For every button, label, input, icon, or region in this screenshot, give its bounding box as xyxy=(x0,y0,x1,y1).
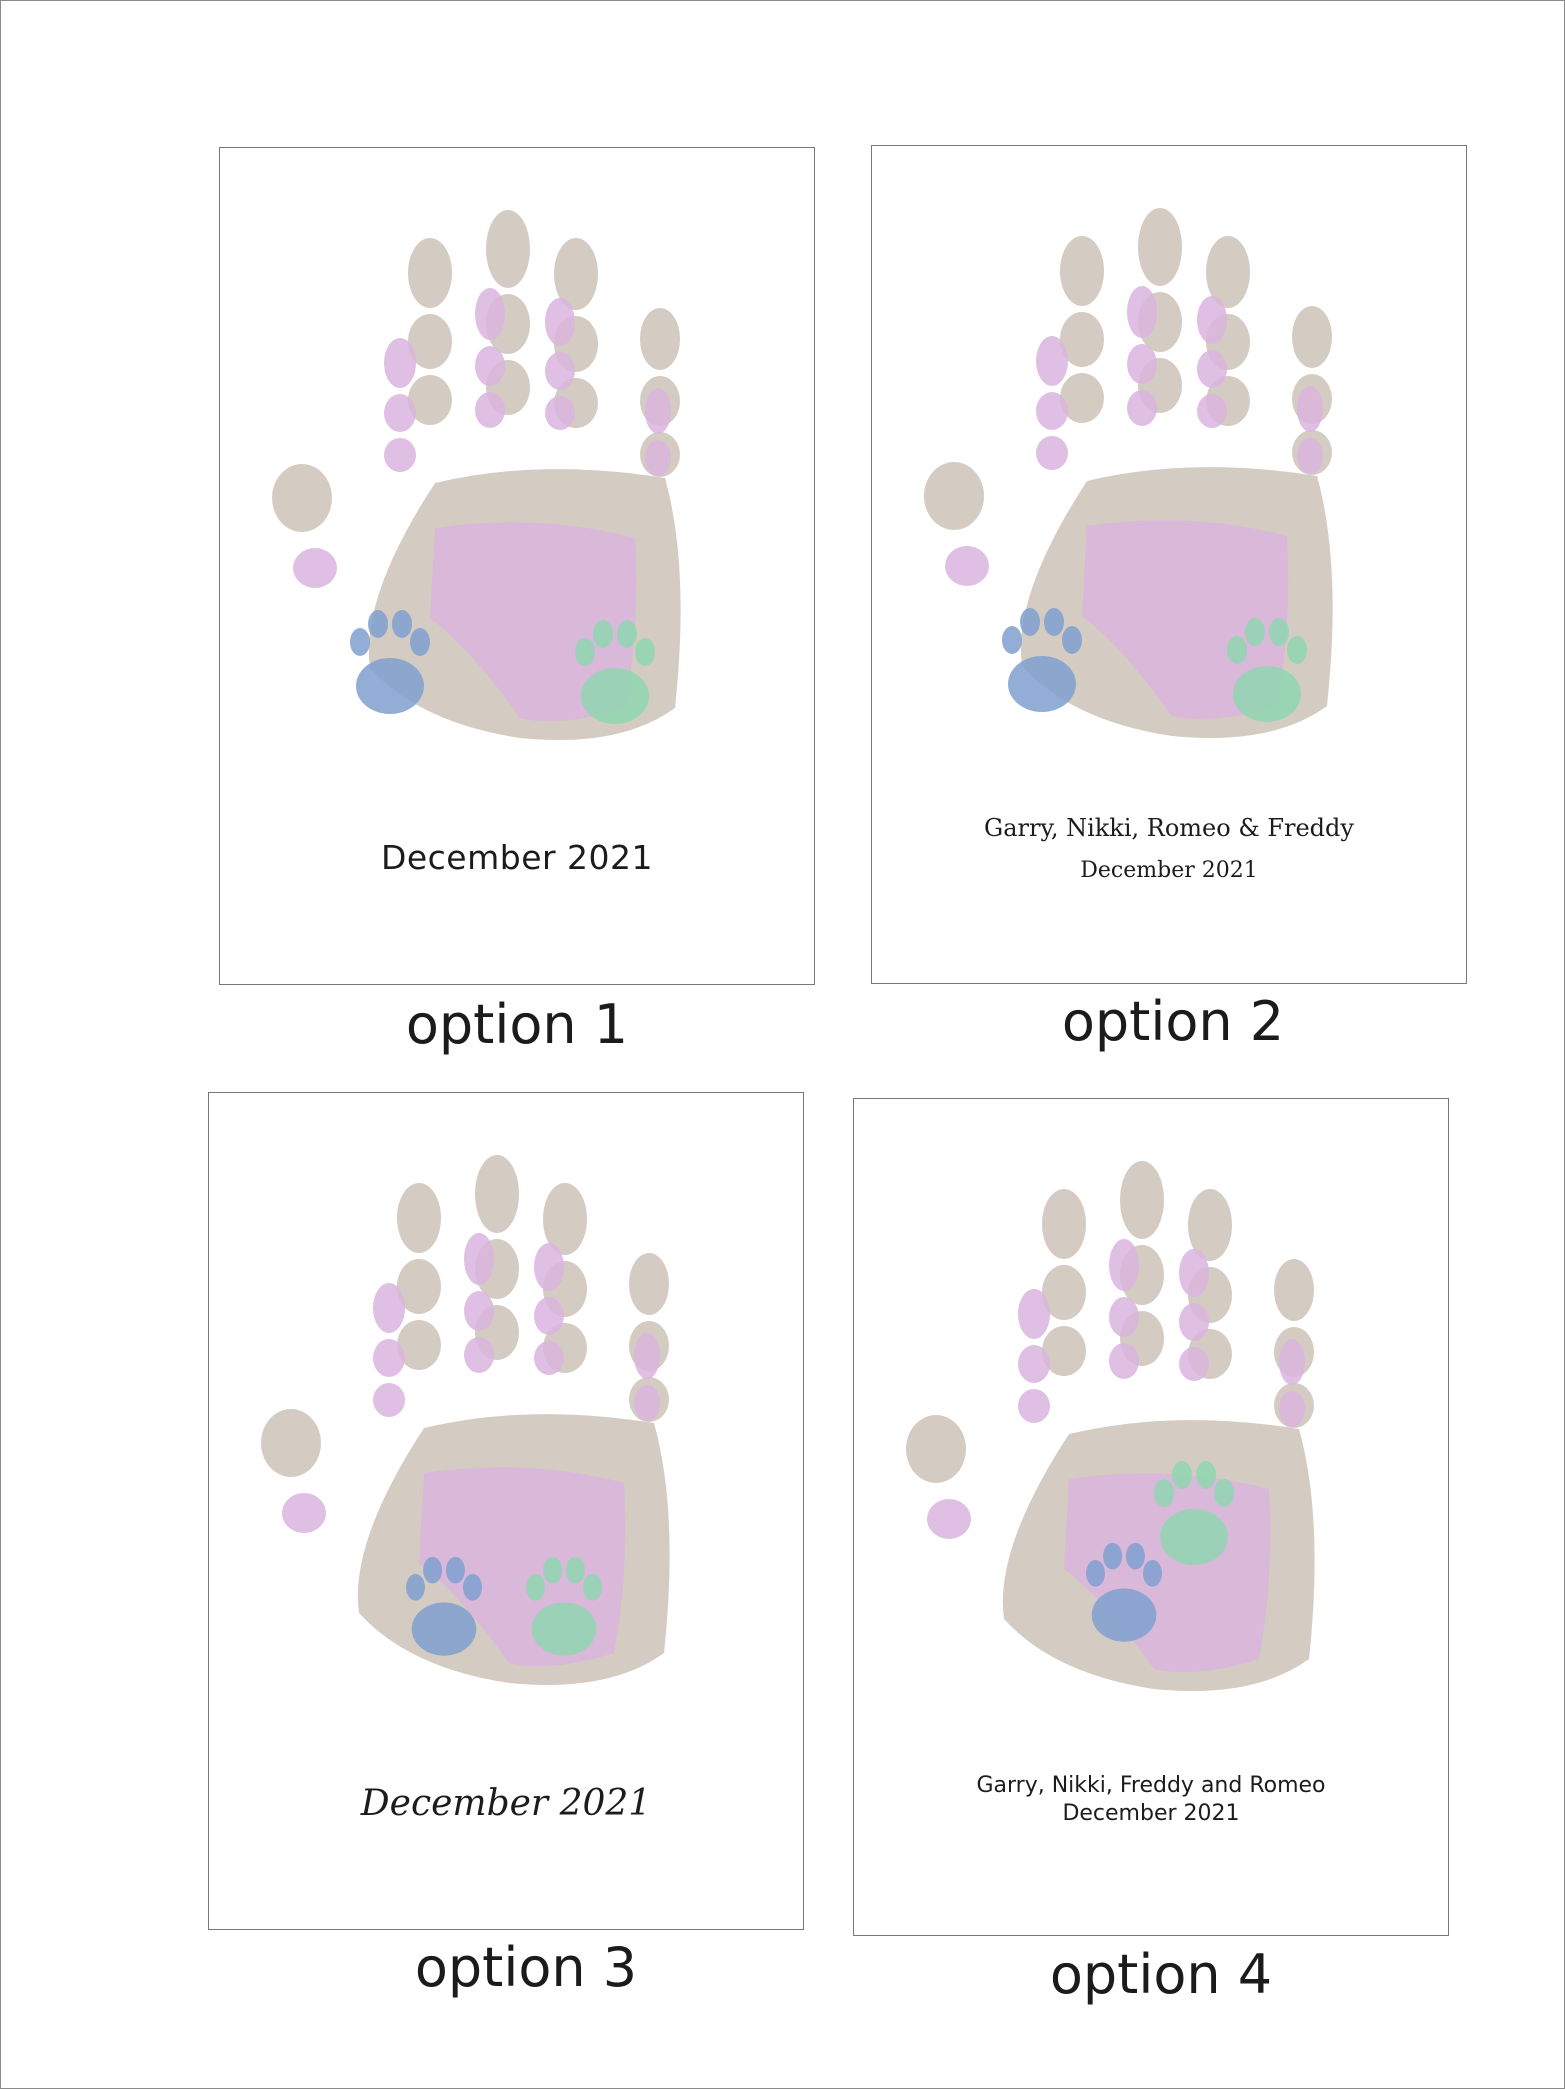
paw-green xyxy=(1154,1461,1234,1565)
handprint-group xyxy=(261,1155,670,1685)
paw-blue xyxy=(1086,1542,1162,1642)
print-option-4[interactable]: Garry, Nikki, Freddy and Romeo December … xyxy=(853,1098,1449,1936)
handprint-group xyxy=(906,1161,1315,1691)
paw-green xyxy=(1227,618,1307,722)
print-option-1[interactable]: December 2021 xyxy=(219,147,815,985)
print-date: December 2021 xyxy=(360,1783,652,1824)
handprint-group xyxy=(272,210,681,740)
child-hand xyxy=(293,288,671,722)
paw-blue xyxy=(350,610,430,714)
option-caption-3: option 3 xyxy=(414,1936,638,1999)
paw-green xyxy=(526,1556,602,1656)
print-date: December 2021 xyxy=(1062,1801,1240,1826)
paw-blue xyxy=(406,1556,482,1656)
option-caption-4: option 4 xyxy=(1049,1943,1273,2006)
handprint-art-1 xyxy=(272,210,681,740)
print-date: December 2021 xyxy=(380,838,654,877)
handprint-group xyxy=(924,208,1333,738)
print-names: Garry, Nikki, Romeo & Freddy xyxy=(984,814,1354,842)
child-hand xyxy=(945,286,1323,720)
print-date: December 2021 xyxy=(1080,858,1258,883)
paw-blue xyxy=(1002,608,1082,712)
option-caption-1: option 1 xyxy=(405,993,629,1056)
handprint-art-4 xyxy=(906,1161,1315,1691)
print-names: Garry, Nikki, Freddy and Romeo xyxy=(976,1773,1326,1798)
print-option-2[interactable]: Garry, Nikki, Romeo & Freddy December 20… xyxy=(871,145,1467,984)
handprint-art-2 xyxy=(924,208,1333,738)
handprint-art-3 xyxy=(261,1155,670,1685)
print-option-3[interactable]: December 2021 xyxy=(208,1092,804,1930)
option-caption-2: option 2 xyxy=(1061,990,1285,1053)
paw-green xyxy=(575,620,655,724)
